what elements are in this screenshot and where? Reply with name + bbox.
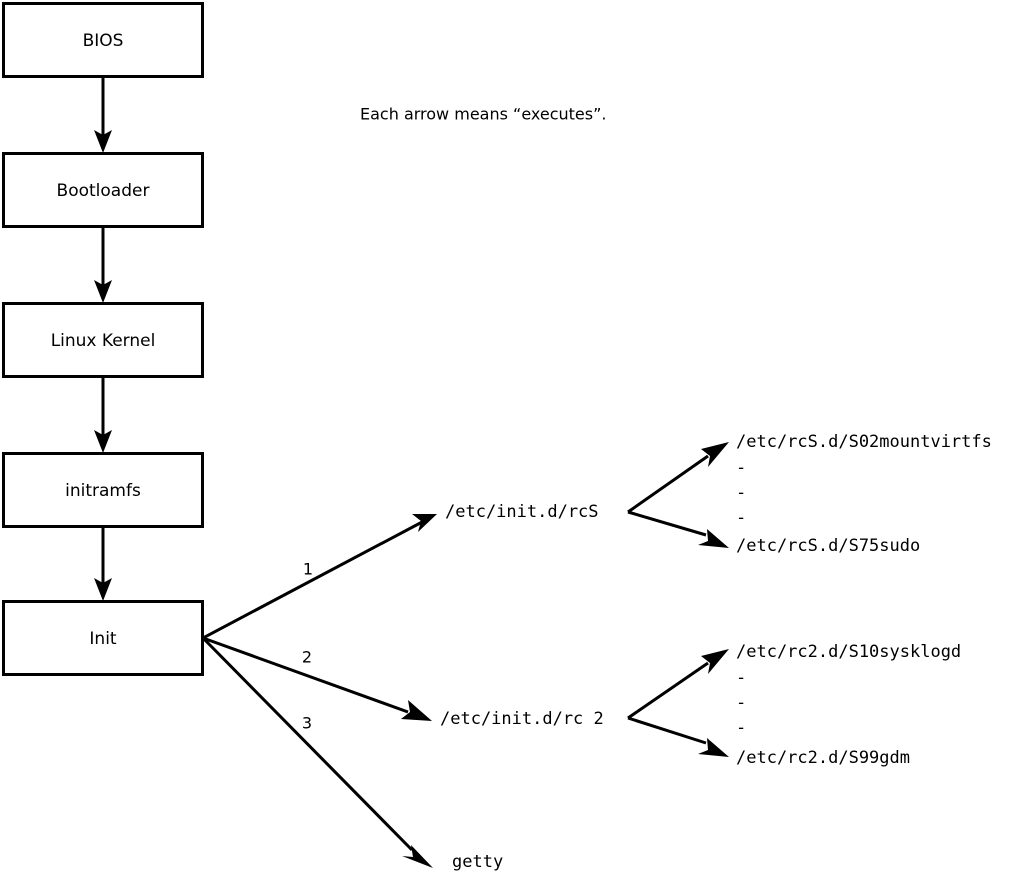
init-box [2, 600, 204, 676]
arrow-head [94, 430, 112, 453]
arrow-rc2-to-last-script [627, 716, 729, 757]
arrow-kernel-to-initramfs [94, 377, 112, 453]
rc2-last-script-label[interactable]: /etc/rc2.d/S99gdm [736, 748, 910, 768]
arrow-shaft [627, 716, 707, 745]
bootloader-label: Bootloader [57, 181, 150, 201]
rc2-ellipsis-dash-2: - [736, 693, 746, 713]
arrow-rc2-to-first-script [627, 649, 729, 720]
node-bios[interactable]: BIOS [2, 2, 204, 78]
diagram-caption: Each arrow means “executes”. [360, 105, 606, 124]
arrow-head [701, 649, 729, 674]
arrow-head [94, 578, 112, 601]
arrow-bootloader-to-kernel [94, 227, 112, 303]
rc2-first-script-label[interactable]: /etc/rc2.d/S10sysklogd [736, 642, 961, 662]
arrow-head [94, 130, 112, 153]
linux-kernel-box [2, 302, 204, 378]
arrow-init-to-rc2 [202, 636, 432, 721]
rc2-ellipsis-dash-1: - [736, 668, 746, 688]
arrow-head [94, 280, 112, 303]
arrow-bios-to-bootloader [94, 77, 112, 153]
linux-kernel-label: Linux Kernel [51, 331, 156, 351]
rcs-ellipsis-dash-2: - [736, 483, 746, 503]
rc2-script-label[interactable]: /etc/init.d/rc 2 [440, 709, 604, 729]
node-bootloader[interactable]: Bootloader [2, 152, 204, 228]
bios-box [2, 2, 204, 78]
rcs-ellipsis-dash-3: - [736, 508, 746, 528]
arrow-rcs-to-first-script [627, 442, 729, 514]
arrow-head [698, 738, 729, 757]
arrow-head [701, 442, 729, 467]
rcs-first-script-label[interactable]: /etc/rcS.d/S02mountvirtfs [736, 432, 992, 452]
init-label: Init [89, 629, 117, 649]
arrow-shaft [627, 454, 709, 514]
bios-label: BIOS [83, 31, 124, 51]
arrow-init-to-getty [201, 636, 433, 868]
arrow-head [401, 700, 432, 721]
arrow-shaft [201, 636, 414, 852]
getty-label[interactable]: getty [452, 852, 503, 872]
bootloader-box [2, 152, 204, 228]
arrow-rcs-to-last-script [627, 510, 729, 548]
node-initramfs[interactable]: initramfs [2, 452, 204, 528]
node-linux-kernel[interactable]: Linux Kernel [2, 302, 204, 378]
rcs-script-label[interactable]: /etc/init.d/rcS [445, 502, 599, 522]
node-init[interactable]: Init [2, 600, 204, 676]
arrow-initramfs-to-init [94, 527, 112, 601]
arrow-shaft [202, 519, 425, 640]
branch-number-1: 1 [303, 560, 313, 579]
arrow-shaft [627, 661, 709, 720]
arrow-shaft [627, 510, 707, 537]
branch-number-3: 3 [302, 714, 312, 733]
arrow-head [412, 514, 437, 532]
rc2-ellipsis-dash-3: - [736, 718, 746, 738]
branch-number-2: 2 [302, 648, 312, 667]
rcs-ellipsis-dash-1: - [736, 458, 746, 478]
initramfs-box [2, 452, 204, 528]
initramfs-label: initramfs [65, 481, 141, 501]
arrow-shaft [202, 636, 409, 714]
arrow-head [402, 845, 433, 868]
rcs-last-script-label[interactable]: /etc/rcS.d/S75sudo [736, 536, 920, 556]
arrow-head [698, 529, 729, 548]
arrow-init-to-rcs [202, 514, 437, 640]
